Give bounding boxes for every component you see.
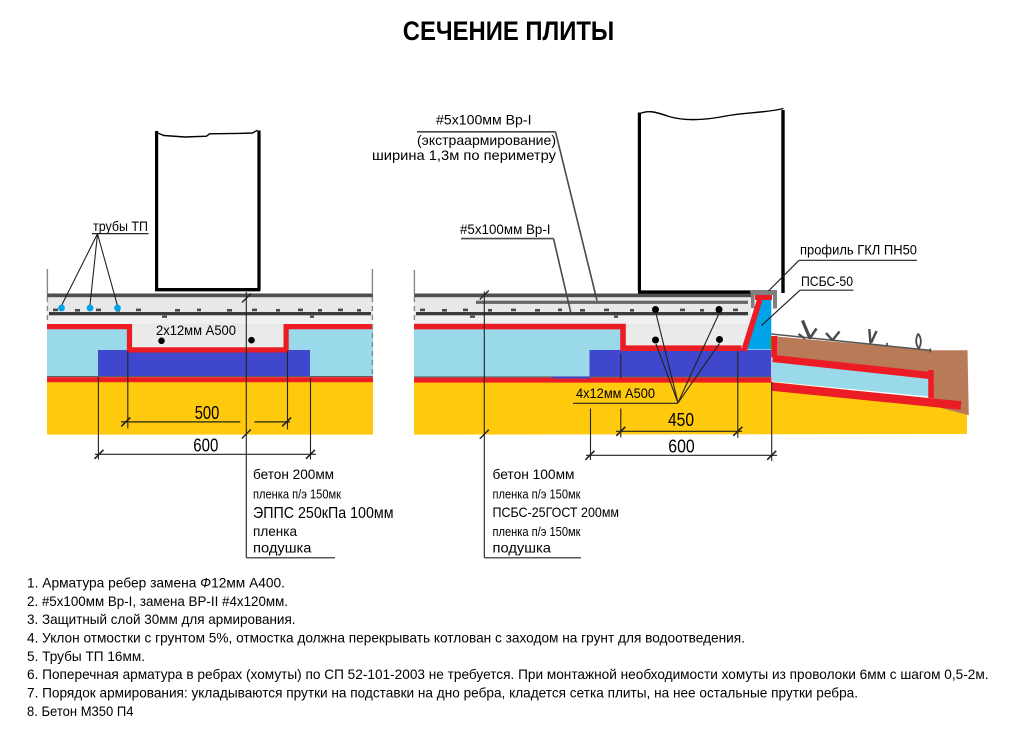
svg-text:СЕЧЕНИЕ ПЛИТЫ: СЕЧЕНИЕ ПЛИТЫ <box>403 16 615 46</box>
svg-text:пленка п/э 150мк: пленка п/э 150мк <box>253 486 341 501</box>
svg-text:пленка п/э 150мк: пленка п/э 150мк <box>493 486 581 501</box>
svg-text:ПСБС-25ГОСТ 200мм: ПСБС-25ГОСТ 200мм <box>493 504 620 520</box>
svg-text:8. Бетон М350 П4: 8. Бетон М350 П4 <box>27 703 134 719</box>
svg-text:450: 450 <box>668 410 694 430</box>
svg-text:пленка п/э 150мк: пленка п/э 150мк <box>493 524 581 539</box>
svg-text:ширина 1,3м по периметру: ширина 1,3м по периметру <box>372 147 556 163</box>
svg-text:500: 500 <box>195 403 220 423</box>
svg-text:3. Защитный слой 30мм для арми: 3. Защитный слой 30мм для армирования. <box>27 611 296 627</box>
svg-text:#5х100мм Вр-I: #5х100мм Вр-I <box>460 221 551 237</box>
svg-text:4. Уклон отмостки с грунтом 5%: 4. Уклон отмостки с грунтом 5%, отмостка… <box>27 630 745 646</box>
svg-text:6. Поперечная арматура в ребра: 6. Поперечная арматура в ребрах (хомуты)… <box>27 666 989 682</box>
svg-text:профиль ГКЛ ПН50: профиль ГКЛ ПН50 <box>800 242 917 258</box>
svg-text:подушка: подушка <box>493 539 552 555</box>
svg-text:трубы ТП: трубы ТП <box>93 218 148 234</box>
svg-text:600: 600 <box>668 436 694 456</box>
svg-text:4х12мм А500: 4х12мм А500 <box>576 385 655 401</box>
svg-text:ЭППС 250кПа 100мм: ЭППС 250кПа 100мм <box>253 505 394 522</box>
svg-text:подушка: подушка <box>253 539 312 555</box>
svg-text:600: 600 <box>193 436 218 456</box>
svg-text:7. Порядок армирования: уклады: 7. Порядок армирования: укладываются пру… <box>27 685 858 701</box>
svg-text:бетон 100мм: бетон 100мм <box>493 466 575 482</box>
svg-text:бетон 200мм: бетон 200мм <box>253 466 334 482</box>
svg-text:1. Арматура ребер замена Ф12мм: 1. Арматура ребер замена Ф12мм А400. <box>27 575 285 591</box>
svg-text:5. Трубы ТП 16мм.: 5. Трубы ТП 16мм. <box>27 648 145 664</box>
svg-text:(экстраармирование): (экстраармирование) <box>417 132 556 148</box>
svg-text:2. #5х100мм Вр-I, замена ВР-II: 2. #5х100мм Вр-I, замена ВР-II #4х120мм. <box>27 593 288 609</box>
svg-text:ПСБС-50: ПСБС-50 <box>801 273 853 289</box>
svg-text:2х12мм А500: 2х12мм А500 <box>156 322 236 338</box>
svg-text:пленка: пленка <box>253 523 297 539</box>
svg-text:#5х100мм Вр-I: #5х100мм Вр-I <box>436 112 532 128</box>
